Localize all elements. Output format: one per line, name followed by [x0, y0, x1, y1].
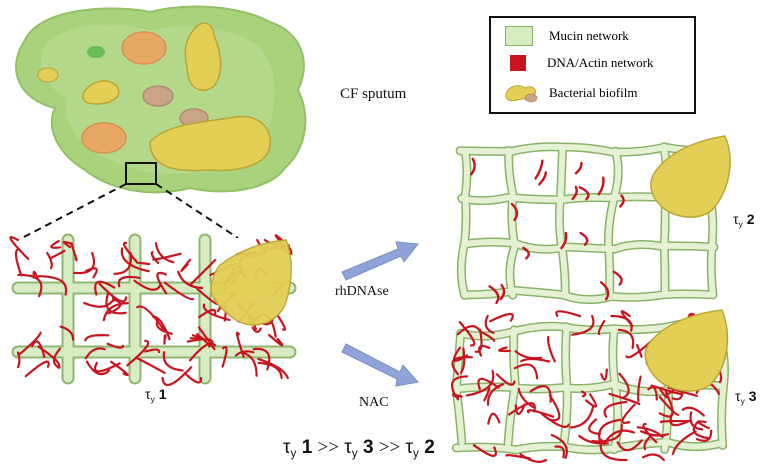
nac-label: NAC [359, 395, 389, 410]
tau-subscript: y [740, 396, 745, 407]
tau-symbol: τ [344, 437, 352, 458]
tau-index: 1 [301, 437, 313, 458]
tau-index: 3 [748, 388, 757, 404]
legend-label: DNA/Actin network [547, 55, 654, 70]
legend-item-dna: DNA/Actin network [505, 55, 654, 71]
tau-subscript: y [290, 447, 297, 461]
network-panel-rhdnase [455, 135, 731, 305]
tau-y2-label: τy 2 [733, 211, 755, 229]
rhdnase-label: rhDNAse [335, 284, 389, 299]
tau-symbol: τ [405, 437, 414, 458]
arrow-nac [341, 343, 419, 387]
dna-swatch [510, 55, 526, 71]
tau-subscript: y [351, 447, 358, 461]
zoom-line-left [21, 183, 127, 239]
network-panel-untreated [9, 233, 297, 387]
tau-index: 2 [424, 437, 435, 458]
biofilm-swatch-icon [505, 82, 539, 104]
legend-item-biofilm: Bacterial biofilm [505, 82, 637, 104]
tau-index: 3 [362, 437, 374, 458]
network-panel-nac [450, 309, 729, 463]
tau-subscript: y [738, 219, 743, 230]
cf-sputum-label: CF sputum [340, 86, 407, 102]
legend: Mucin network DNA/Actin network Bacteria… [489, 16, 696, 114]
legend-label: Mucin network [549, 28, 629, 43]
zoom-box [125, 162, 157, 185]
comparison-operator: >> [378, 437, 401, 458]
tau-symbol: τ [735, 388, 741, 404]
zoom-line-right [155, 183, 239, 239]
tau-symbol: τ [145, 386, 151, 402]
tau-subscript: y [150, 394, 155, 405]
tau-index: 2 [746, 211, 755, 227]
legend-label: Bacterial biofilm [549, 85, 638, 100]
tau-y1-label: τy 1 [145, 386, 167, 404]
cf-sputum-illustration [15, 5, 307, 194]
tau-comparison: τy 1 >> τy 3 >> τy 2 [283, 437, 435, 460]
mucin-swatch [505, 26, 533, 46]
tau-index: 1 [158, 386, 167, 402]
tau-symbol: τ [733, 211, 739, 227]
legend-item-mucin: Mucin network [505, 26, 629, 46]
tau-symbol: τ [283, 437, 291, 458]
tau-y3-label: τy 3 [735, 388, 757, 406]
comparison-operator: >> [317, 437, 339, 458]
arrow-rhdnase [341, 241, 419, 281]
tau-subscript: y [413, 447, 419, 461]
